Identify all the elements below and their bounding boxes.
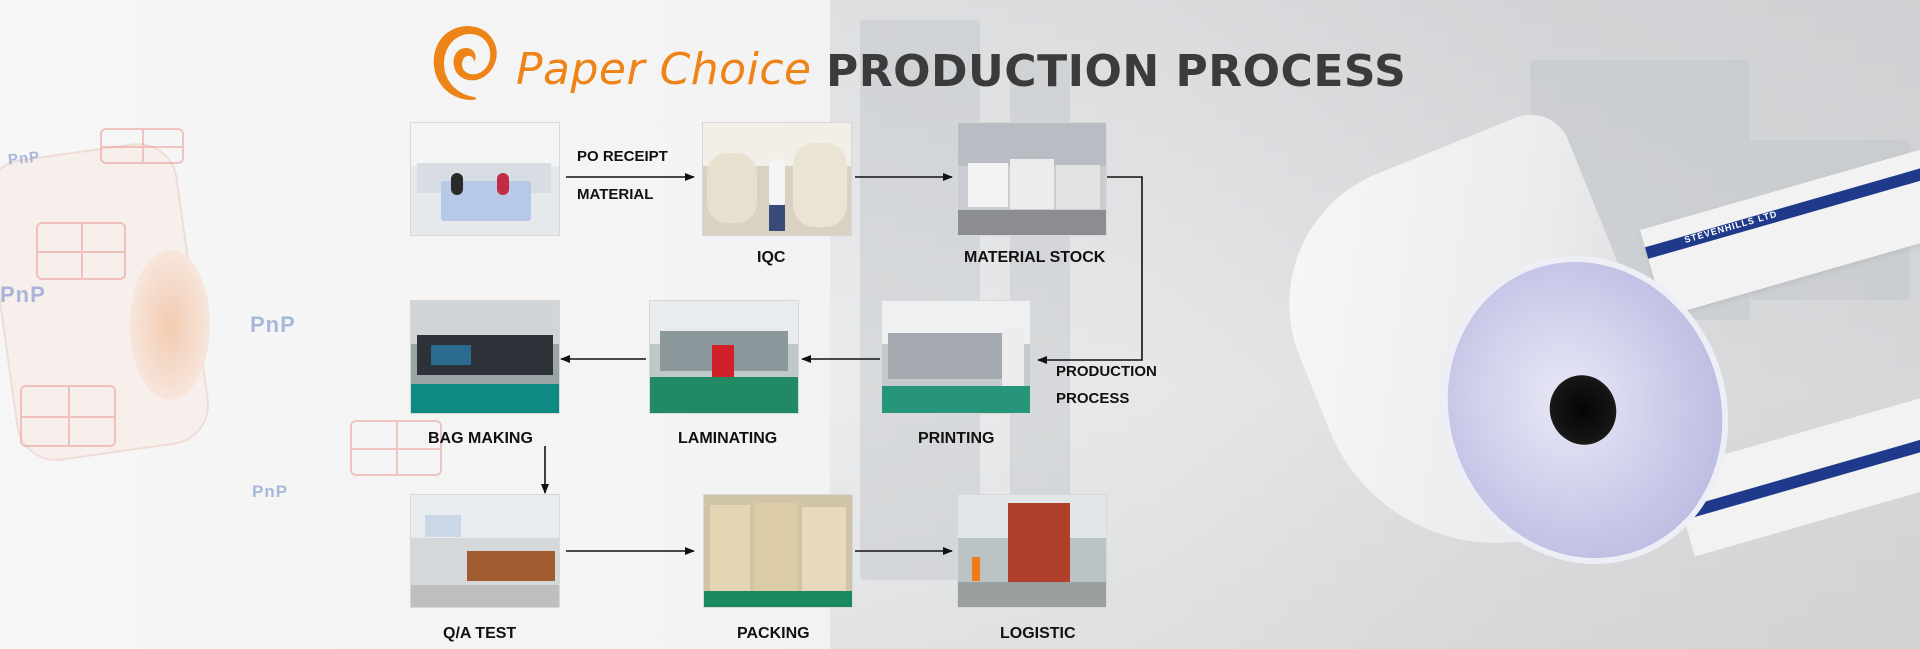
step-bag-making-label: BAG MAKING: [428, 430, 533, 447]
step-bag-making-photo: [410, 300, 560, 414]
step-qa-test-label: Q/A TEST: [443, 625, 517, 642]
pnp-brand-text: PnP: [250, 312, 296, 337]
decor-pnp-mark: PnP: [0, 282, 46, 308]
step-logistic-photo: [957, 494, 1107, 608]
label-production: PRODUCTION: [1056, 363, 1157, 380]
brand-name: Paper Choice: [516, 44, 812, 95]
decor-pnp-mark: PnP: [252, 482, 288, 502]
label-process: PROCESS: [1056, 390, 1130, 407]
decor-receipt-box: [36, 222, 126, 280]
pnp-brand-text: PnP: [252, 482, 289, 501]
step-printing-label: PRINTING: [918, 430, 995, 447]
decor-pnp-mark: PnP: [250, 312, 296, 338]
step-material-stock-label: MATERIAL STOCK: [964, 249, 1106, 266]
step-laminating-label: LAMINATING: [678, 430, 778, 447]
decor-pnp-mark: PnP: [7, 148, 41, 168]
step-office-photo: [410, 122, 560, 236]
step-qa-test-photo: [410, 494, 560, 608]
step-packing-photo: [703, 494, 853, 608]
step-packing-label: PACKING: [737, 625, 810, 642]
step-laminating-photo: [649, 300, 799, 414]
page-title: PRODUCTION PROCESS: [826, 46, 1407, 97]
step-logistic-label: LOGISTIC: [1000, 625, 1076, 642]
decor-receipt-box: [100, 128, 184, 164]
label-material: MATERIAL: [577, 186, 654, 203]
decor-receipt-box: [350, 420, 442, 476]
step-printing-photo: [881, 300, 1031, 414]
step-iqc-photo: [702, 122, 852, 236]
step-material-stock-photo: [957, 122, 1107, 236]
thermal-paper-roll: [1247, 102, 1767, 600]
decor-roll-core: [130, 250, 210, 400]
pnp-brand-text: PnP: [7, 148, 41, 169]
step-iqc-label: IQC: [757, 249, 786, 266]
decor-receipt-box: [20, 385, 116, 447]
pnp-brand-text: PnP: [0, 282, 46, 307]
swirl-logo-icon: [433, 26, 497, 100]
label-po-receipt: PO RECEIPT: [577, 148, 668, 165]
